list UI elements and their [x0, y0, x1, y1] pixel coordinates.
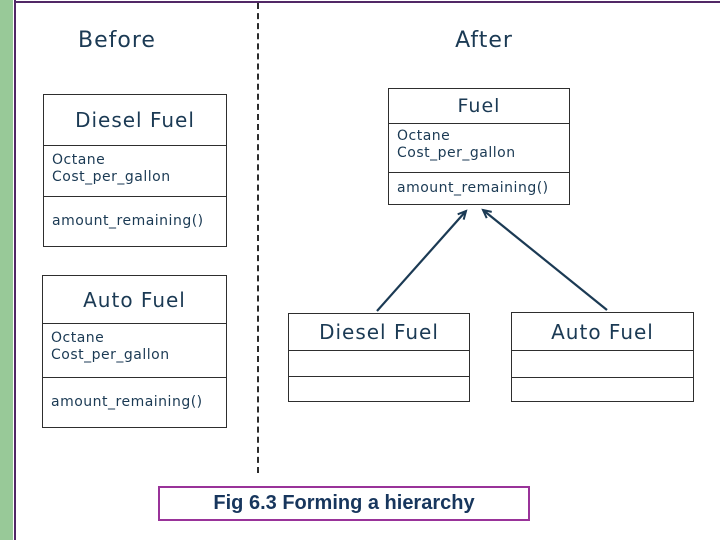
- slide-frame-top-border: [14, 1, 720, 3]
- class-title: Diesel Fuel: [44, 95, 226, 146]
- attribute: Cost_per_gallon: [52, 169, 171, 185]
- slide-frame-left-border: [14, 0, 16, 540]
- after-heading: After: [455, 28, 513, 53]
- attribute: Octane: [52, 152, 106, 168]
- before-heading: Before: [78, 28, 156, 53]
- class-methods-empty: [289, 377, 469, 400]
- method: amount_remaining(): [52, 213, 204, 229]
- class-attributes: Octane Cost_per_gallon: [44, 146, 226, 197]
- class-attributes: Octane Cost_per_gallon: [43, 324, 226, 378]
- attribute: Cost_per_gallon: [51, 347, 170, 363]
- class-title: Auto Fuel: [43, 276, 226, 324]
- class-attributes-empty: [512, 351, 693, 378]
- class-box-after-fuel-parent: Fuel Octane Cost_per_gallon amount_remai…: [388, 88, 570, 205]
- class-methods-empty: [512, 378, 693, 400]
- method: amount_remaining(): [397, 179, 549, 196]
- method: amount_remaining(): [51, 394, 203, 410]
- inheritance-arrow-right: [481, 208, 608, 311]
- class-methods: amount_remaining(): [43, 378, 226, 426]
- slide-accent-bar: [0, 0, 13, 540]
- class-box-before-auto-fuel: Auto Fuel Octane Cost_per_gallon amount_…: [42, 275, 227, 428]
- class-box-before-diesel-fuel: Diesel Fuel Octane Cost_per_gallon amoun…: [43, 94, 227, 247]
- class-methods: amount_remaining(): [389, 173, 569, 202]
- class-box-after-diesel-fuel: Diesel Fuel: [288, 313, 470, 402]
- attribute: Octane: [51, 330, 105, 346]
- inheritance-arrow-left: [376, 209, 468, 312]
- attribute: Cost_per_gallon: [397, 145, 516, 161]
- class-box-after-auto-fuel: Auto Fuel: [511, 312, 694, 402]
- before-after-divider: [257, 3, 259, 473]
- class-title: Auto Fuel: [512, 313, 693, 351]
- class-title: Diesel Fuel: [289, 314, 469, 351]
- attribute: Octane: [397, 128, 451, 144]
- figure-caption: Fig 6.3 Forming a hierarchy: [158, 486, 530, 521]
- class-title: Fuel: [389, 89, 569, 124]
- class-methods: amount_remaining(): [44, 197, 226, 245]
- class-attributes-empty: [289, 351, 469, 377]
- class-attributes: Octane Cost_per_gallon: [389, 124, 569, 173]
